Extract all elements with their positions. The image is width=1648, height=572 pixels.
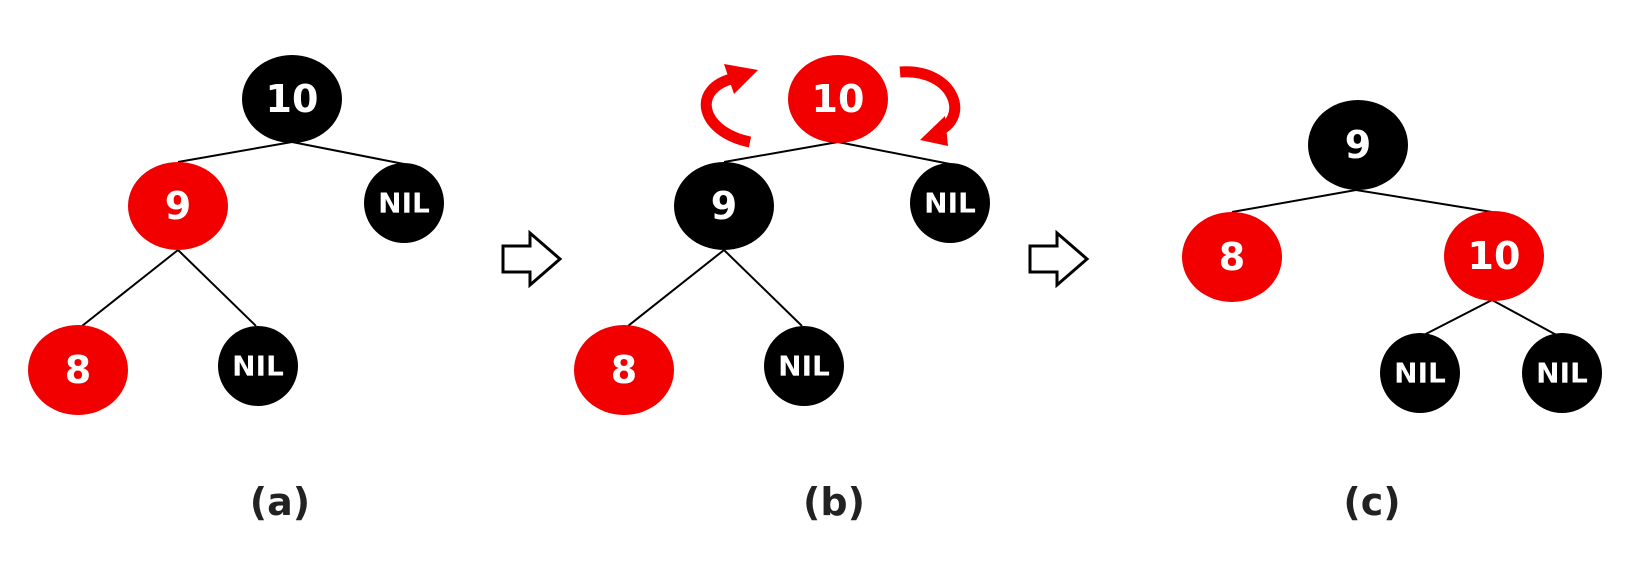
edge-10-nil-left <box>1417 299 1493 339</box>
node-label: NIL <box>778 350 830 383</box>
node-label: NIL <box>232 350 284 383</box>
tree-node <box>242 55 342 143</box>
node-label: NIL <box>378 187 430 220</box>
edge-9-8 <box>81 249 179 327</box>
node-label: NIL <box>924 187 976 220</box>
nil-leaf <box>910 163 990 243</box>
node-label: 9 <box>1345 123 1371 167</box>
tree-node <box>674 162 774 250</box>
node-label: NIL <box>1536 357 1588 390</box>
node-label: 8 <box>611 348 637 392</box>
tree-node <box>788 55 888 143</box>
nil-leaf <box>364 163 444 243</box>
edge-9-8 <box>627 249 725 327</box>
nil-leaf <box>1380 333 1460 413</box>
tree-node <box>1308 100 1408 190</box>
tree-node <box>1444 211 1544 301</box>
right-arrow-icon <box>1028 229 1090 289</box>
node-label: 10 <box>266 77 319 121</box>
panel-caption: (c) <box>1343 480 1400 524</box>
edge-10-nil <box>837 141 951 165</box>
panel-caption: (a) <box>250 480 310 524</box>
edge-9-nil <box>177 249 257 327</box>
panel-caption: (b) <box>803 480 865 524</box>
nil-leaf <box>218 326 298 406</box>
edge-10-9 <box>723 141 839 163</box>
node-label: 10 <box>812 77 865 121</box>
node-label: 8 <box>65 348 91 392</box>
node-label: 9 <box>165 184 191 228</box>
panel-c: 9 8 10 NIL NIL (c) <box>1182 100 1602 524</box>
edge-10-nil-right <box>1491 299 1563 339</box>
tree-node <box>574 325 674 415</box>
panel-a: 10 9 NIL 8 NIL (a) <box>28 55 444 524</box>
rotate-ccw-icon <box>700 64 758 148</box>
edge-10-9 <box>177 141 293 163</box>
edge-9-nil <box>723 249 803 327</box>
rotate-cw-icon <box>899 66 961 146</box>
node-label: 8 <box>1219 235 1245 279</box>
node-label: 9 <box>711 184 737 228</box>
nil-leaf <box>764 326 844 406</box>
nil-leaf <box>1522 333 1602 413</box>
right-arrow-icon <box>501 229 563 289</box>
tree-node <box>128 162 228 250</box>
node-label: NIL <box>1394 357 1446 390</box>
edge-9-10 <box>1355 189 1493 213</box>
tree-node <box>1182 212 1282 302</box>
tree-node <box>28 325 128 415</box>
edge-9-8 <box>1231 189 1357 213</box>
panel-b: 10 9 NIL 8 NIL (b) <box>574 55 990 524</box>
edge-10-nil <box>291 141 405 165</box>
node-label: 10 <box>1468 234 1521 278</box>
